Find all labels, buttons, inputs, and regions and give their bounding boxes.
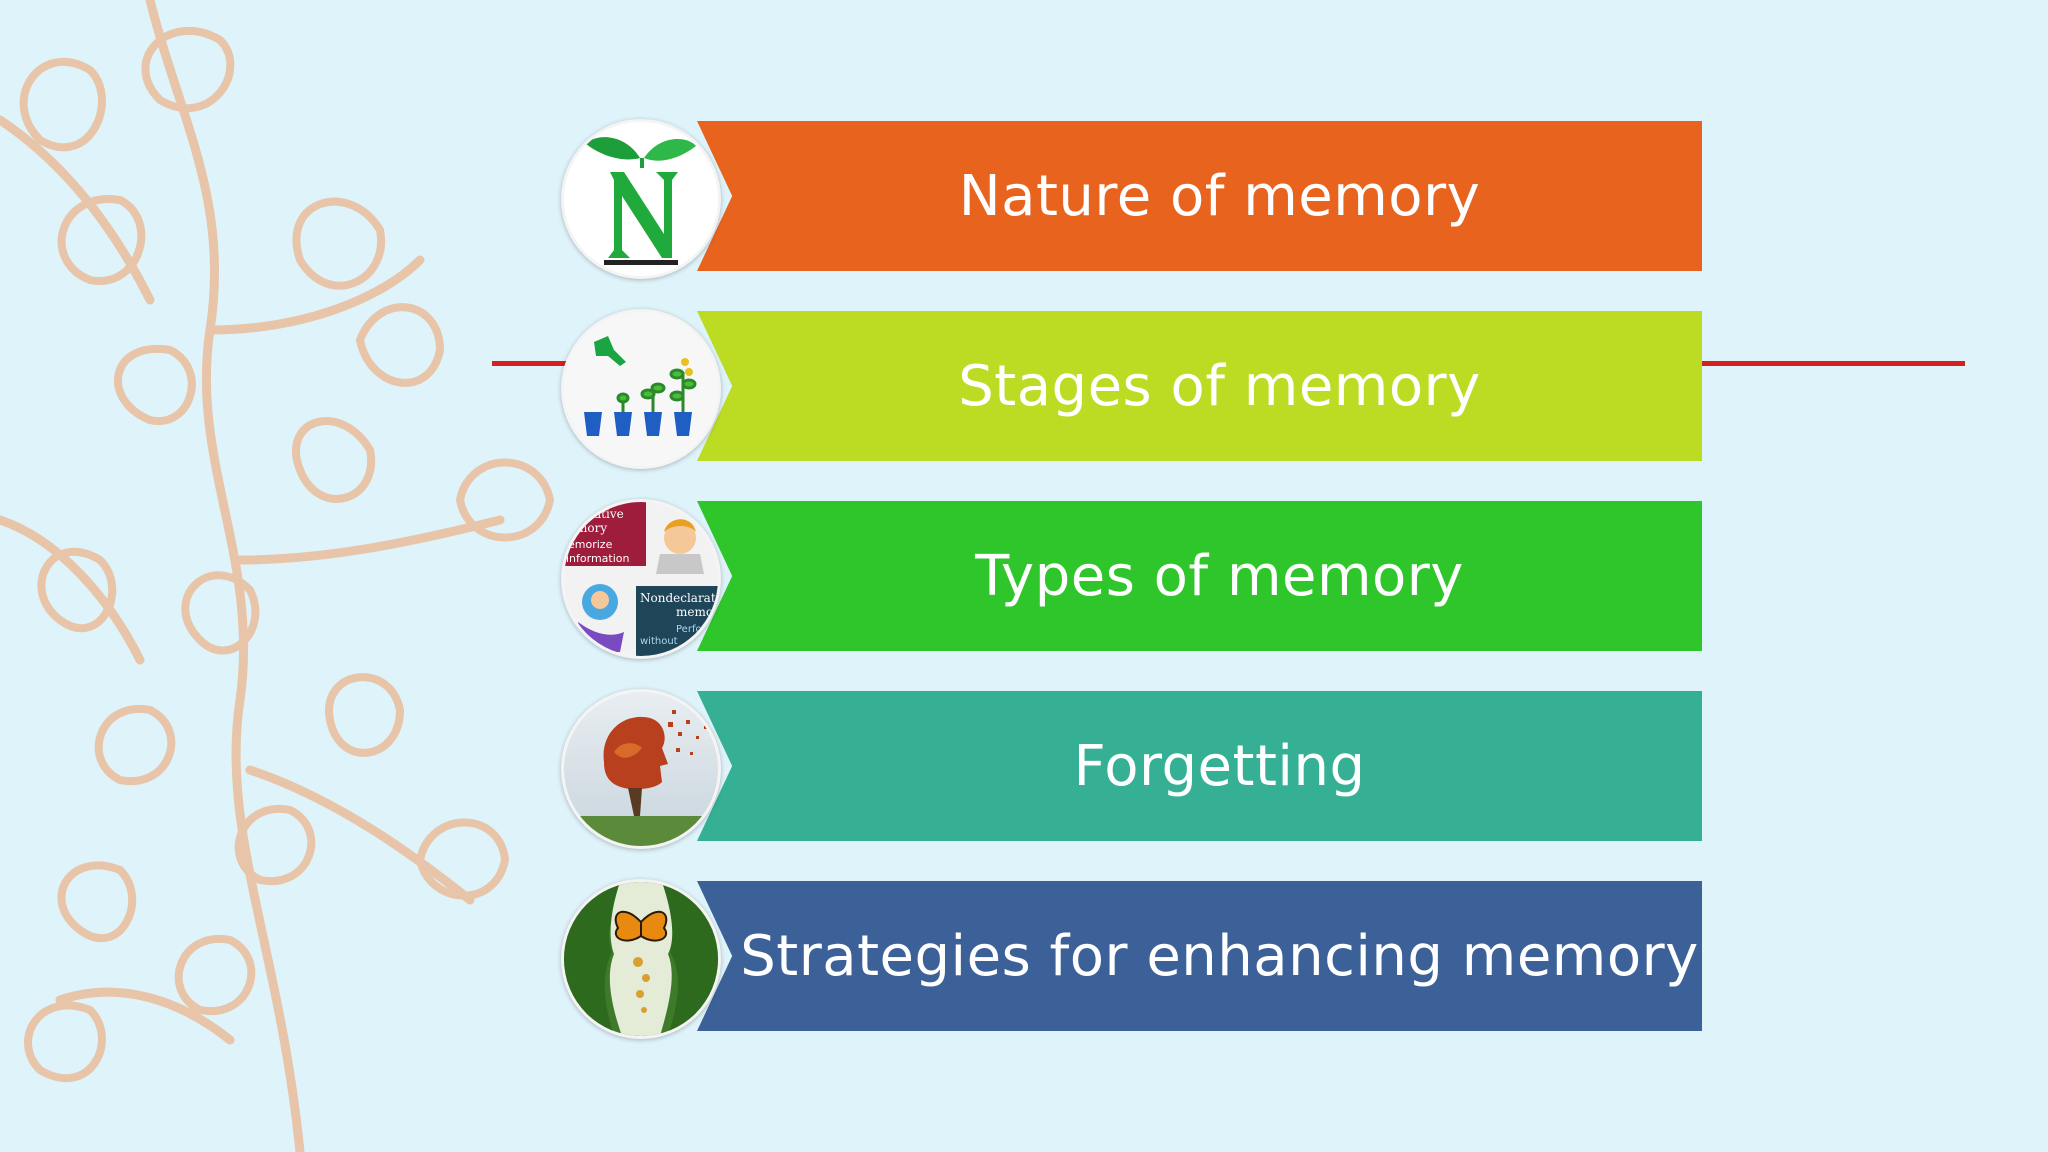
item-label: Stages of memory — [958, 353, 1481, 419]
item-bar-strategies-for-enhancing-memory: Strategies for enhancing memory — [697, 881, 1702, 1031]
icon-text: without — [640, 636, 678, 647]
connector-line-right — [1700, 361, 1965, 366]
item-bar-nature-of-memory: Nature of memory — [697, 121, 1702, 271]
item-label: Forgetting — [1073, 733, 1366, 799]
item-bar-types-of-memory: Types of memory — [697, 501, 1702, 651]
item-label: Strategies for enhancing memory — [740, 923, 1699, 989]
icon-text: Nondeclarative — [640, 591, 718, 605]
letter-n-sprout-icon — [561, 119, 721, 279]
butterfly-head-silhouette-icon — [561, 879, 721, 1039]
icon-text: Perform — [676, 624, 715, 635]
icon-text: information — [566, 552, 630, 565]
memory-types-infographic-icon: ative mory emorize information Nondeclar… — [561, 499, 721, 659]
icon-text: emorize — [568, 538, 613, 551]
item-label: Types of memory — [975, 543, 1464, 609]
icon-text: memo — [676, 605, 713, 619]
item-bar-stages-of-memory: Stages of memory — [697, 311, 1702, 461]
item-label: Nature of memory — [958, 163, 1481, 229]
watering-plants-growth-icon — [561, 309, 721, 469]
connector-line-left — [492, 361, 572, 366]
vine-decoration — [0, 0, 555, 1152]
dissolving-tree-head-icon — [561, 689, 721, 849]
item-bar-forgetting: Forgetting — [697, 691, 1702, 841]
